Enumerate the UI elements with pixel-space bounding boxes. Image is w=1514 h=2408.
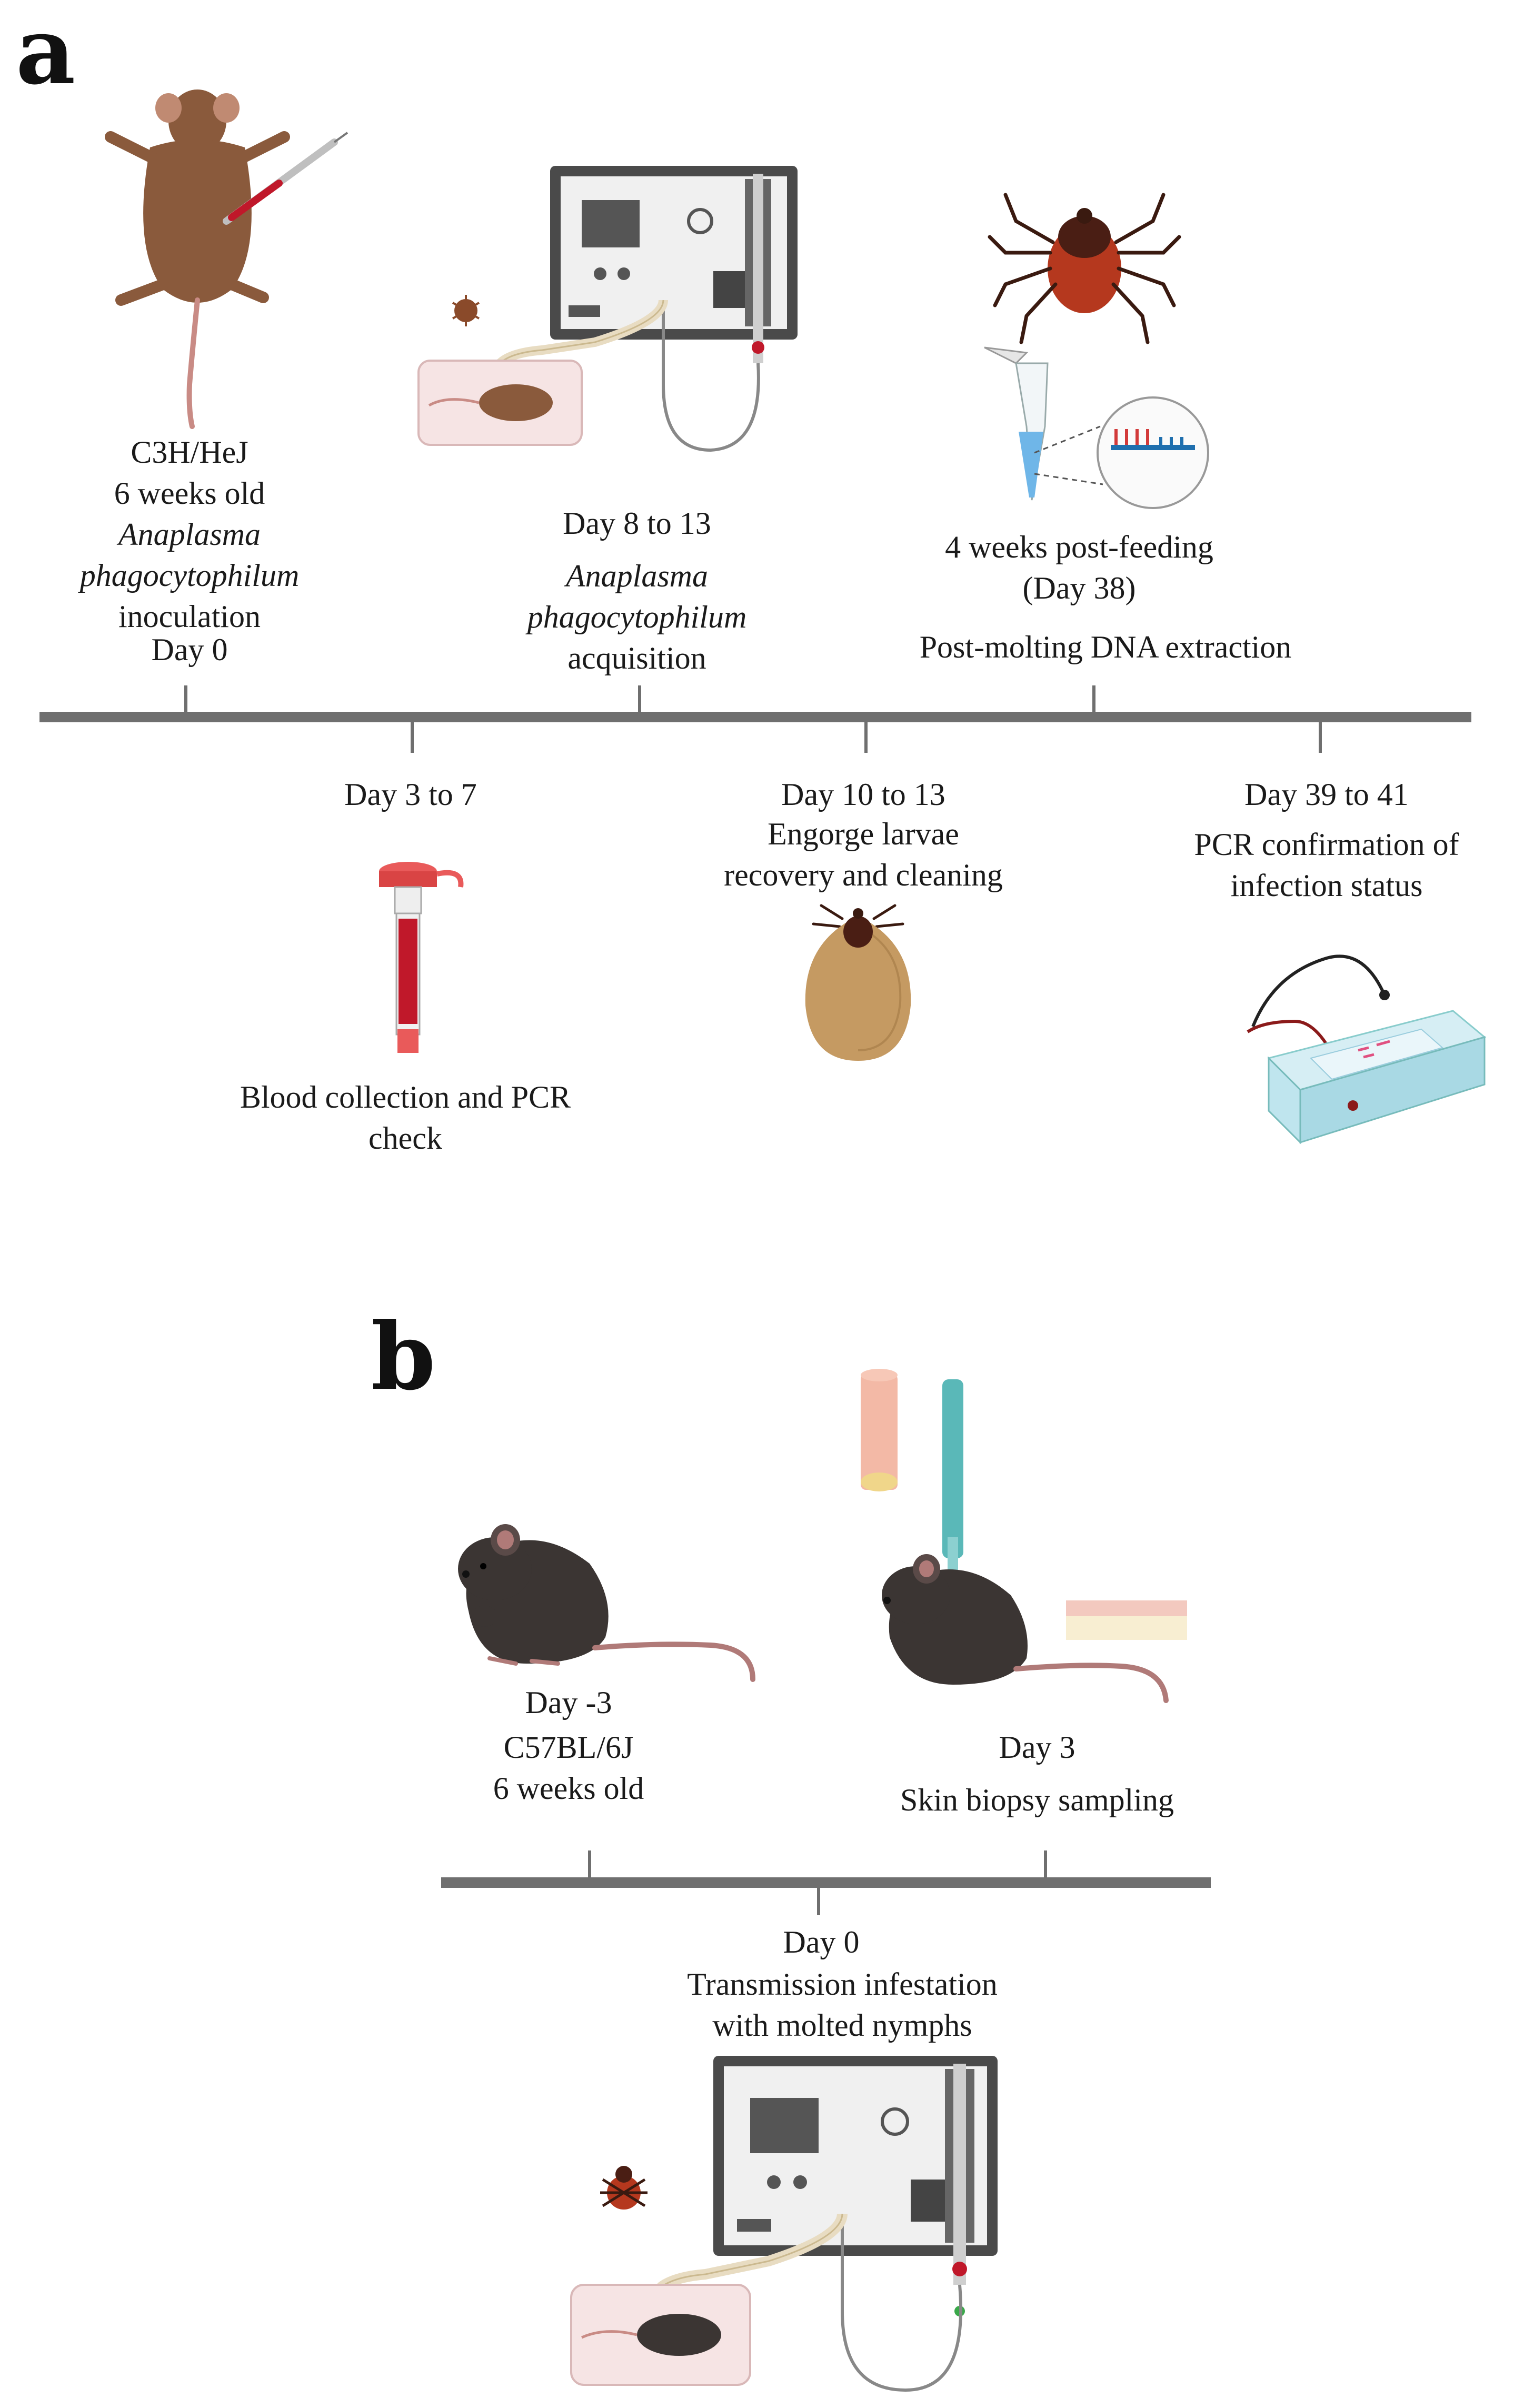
day39-41-description: PCR confirmation of infection status	[1194, 827, 1459, 903]
day39-41-label: Day 39 to 41	[1244, 777, 1409, 812]
day-minus3-description: C57BL/6J 6 weeks old	[493, 1730, 644, 1806]
black-mouse-icon	[458, 1524, 755, 1682]
day0-b-label: Day 0	[783, 1925, 860, 1959]
day0-label: Day 0	[151, 632, 228, 667]
day10-13-label: Day 10 to 13	[781, 777, 945, 812]
timeline-a-tick-day8-13	[638, 685, 641, 714]
timeline-b-tick-day3	[1044, 1850, 1047, 1879]
day3-7-caption: Blood collection and PCR check	[240, 1080, 571, 1156]
feeding-apparatus-b-icon	[570, 2056, 998, 2392]
timeline-a-axis	[39, 712, 1471, 722]
feeding-apparatus-icon	[417, 166, 798, 452]
day10-13-description: Engorge larvae recovery and cleaning	[724, 817, 1003, 892]
day8-13-description: Anaplasma phagocytophilum acquisition	[527, 559, 747, 675]
day-minus3-label: Day -3	[525, 1685, 612, 1720]
blood-tube-icon	[379, 862, 464, 1053]
day3-label: Day 3	[999, 1730, 1075, 1765]
timeline-b-tick-day0	[817, 1886, 820, 1915]
panel-b-label: b	[371, 1303, 436, 1411]
timeline-a-tick-day0	[184, 685, 187, 714]
day3-7-label: Day 3 to 7	[344, 777, 477, 812]
timeline-b-tick-day-minus3	[588, 1850, 591, 1879]
day38-caption: Post-molting DNA extraction	[919, 630, 1292, 664]
skin-biopsy-icon	[861, 1369, 1187, 1703]
injected-mouse-icon	[105, 89, 348, 429]
day3-caption: Skin biopsy sampling	[900, 1783, 1174, 1817]
timeline-a-tick-day38	[1092, 685, 1095, 714]
day38-description: 4 weeks post-feeding (Day 38)	[945, 530, 1213, 605]
timeline-a-tick-day39-41	[1319, 721, 1322, 753]
timeline-b-axis	[441, 1877, 1211, 1888]
timeline-a-tick-day3-7	[411, 721, 414, 753]
day0-description: C3H/HeJ 6 weeks old Anaplasma phagocytop…	[79, 435, 300, 634]
panel-a-label: a	[16, 0, 76, 105]
tick-dna-extraction-icon	[984, 193, 1209, 509]
day0-b-description: Transmission infestation with molted nym…	[687, 1967, 998, 2043]
day8-13-label: Day 8 to 13	[563, 506, 711, 541]
engorged-tick-icon	[805, 904, 911, 1061]
gel-electrophoresis-icon	[1247, 954, 1487, 1145]
timeline-a-tick-day10-13	[864, 721, 868, 753]
